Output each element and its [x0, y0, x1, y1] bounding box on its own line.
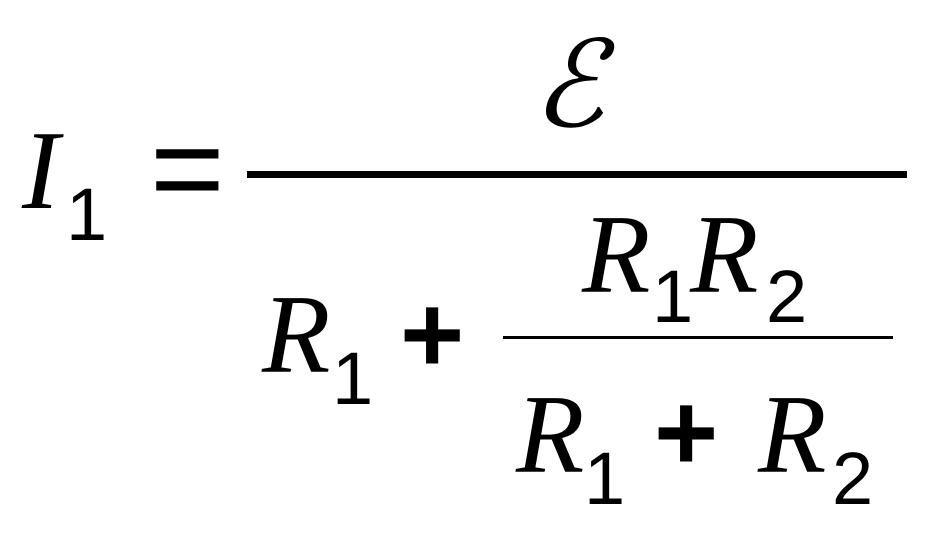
inner-denominator-r2-symbol: R: [757, 373, 826, 497]
inner-denominator-r2-subscript: 2: [832, 437, 873, 520]
inner-denominator-r1-symbol: R: [515, 373, 584, 497]
denominator-r1-symbol: R: [261, 273, 330, 397]
inner-fraction-bar: [503, 336, 893, 339]
denominator-r1-subscript: 1: [332, 337, 373, 420]
inner-numerator-r2-symbol: R: [689, 193, 758, 317]
inner-denominator-r1-subscript: 1: [584, 437, 625, 520]
main-fraction-bar: [247, 171, 907, 178]
inner-numerator-r1-subscript: 1: [652, 255, 693, 338]
equals-sign: =: [150, 97, 225, 240]
lhs-symbol: I: [21, 109, 64, 233]
emf-symbol: ℰ: [532, 19, 616, 152]
inner-denominator-plus-sign: +: [654, 371, 718, 494]
lhs-subscript: 1: [66, 173, 107, 256]
denominator-plus-sign: +: [400, 273, 464, 396]
inner-numerator-r1-symbol: R: [581, 193, 650, 317]
inner-numerator-r2-subscript: 2: [766, 255, 807, 338]
